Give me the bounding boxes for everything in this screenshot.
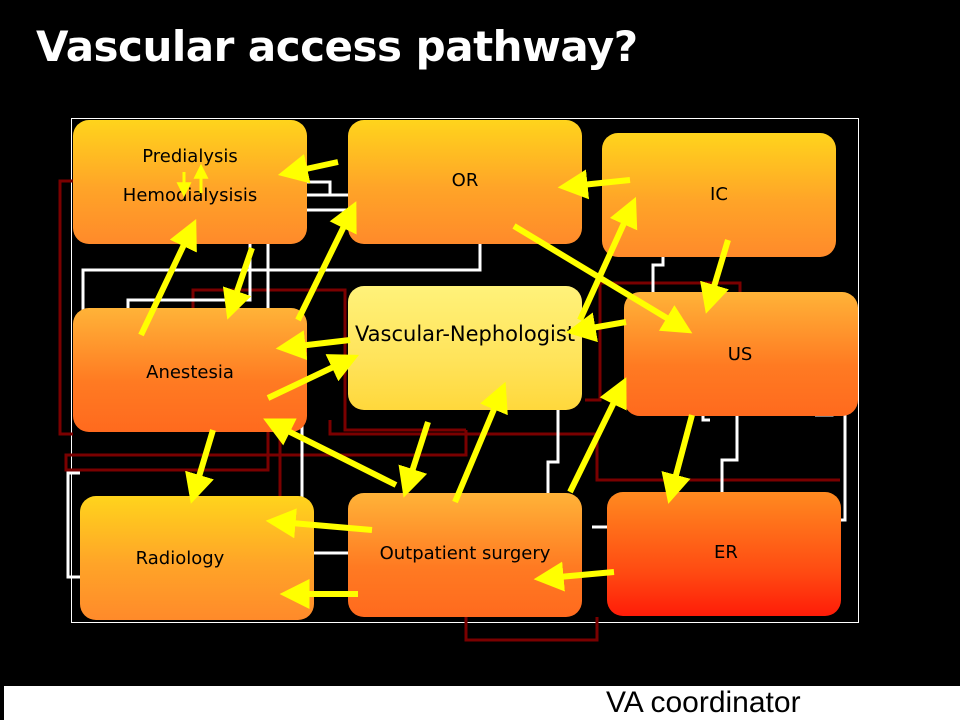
footer-bar: VA coordinator — [4, 686, 960, 720]
arrow-er-to-outpatient — [533, 561, 615, 592]
dark-connector — [464, 617, 599, 642]
arrow-ic-to-or — [557, 169, 631, 200]
dark-connector — [64, 400, 468, 472]
slide-title: Vascular access pathway? — [36, 22, 638, 71]
node-vascular-nephologist: Vascular-Nephologist — [348, 286, 582, 410]
arrow-us-to-er — [661, 414, 695, 504]
arrow-outpatient-to-us — [567, 377, 627, 494]
outpatient-label: Outpatient surgery — [379, 542, 551, 564]
arrow-ic-to-us — [700, 239, 731, 314]
dark-connector — [191, 288, 466, 432]
arrow-anestesia-to-or — [295, 201, 357, 322]
predialysis-label: Predialysis — [142, 146, 238, 167]
arrow-anestesia-to-radiology — [185, 429, 216, 504]
dark-connector — [58, 179, 73, 436]
er-label: ER — [714, 541, 738, 563]
node-or: OR — [348, 120, 582, 244]
arrow-or-to-predialysis — [277, 154, 339, 184]
arrow-anestesia-to-vascular — [266, 354, 360, 401]
node-er: ER — [607, 492, 841, 616]
radiology-label: Radiology — [135, 547, 225, 569]
arrow-vascular-to-ic — [577, 196, 638, 322]
node-outpatient-surgery: Outpatient surgery — [348, 493, 582, 617]
arrow-outpatient-to-anestesia — [263, 418, 398, 488]
arrow-vascular-to-outpatient — [398, 421, 431, 498]
arrow-vascular-to-anestesia — [275, 330, 351, 361]
white-connector — [307, 180, 332, 195]
arrow-anestesia-to-hemodialysis — [138, 218, 197, 337]
arrow-hemodialysis-to-anestesia — [222, 247, 255, 320]
node-anestesia: Anestesia — [73, 308, 307, 432]
footer-label: VA coordinator — [606, 686, 801, 719]
arrow-us-to-vascular — [565, 312, 627, 343]
node-ic: IC — [602, 133, 836, 257]
arrow-outpatient-to-radiology — [265, 508, 373, 539]
anestesia-label: Anestesia — [146, 361, 234, 383]
vascular-label: Vascular-Nephologist — [354, 322, 576, 346]
white-connector — [66, 471, 80, 579]
or-label: OR — [451, 169, 479, 191]
us-label: US — [727, 343, 753, 365]
arrow-outpatient-to-vascular — [452, 381, 508, 504]
ic-label: IC — [710, 183, 728, 205]
